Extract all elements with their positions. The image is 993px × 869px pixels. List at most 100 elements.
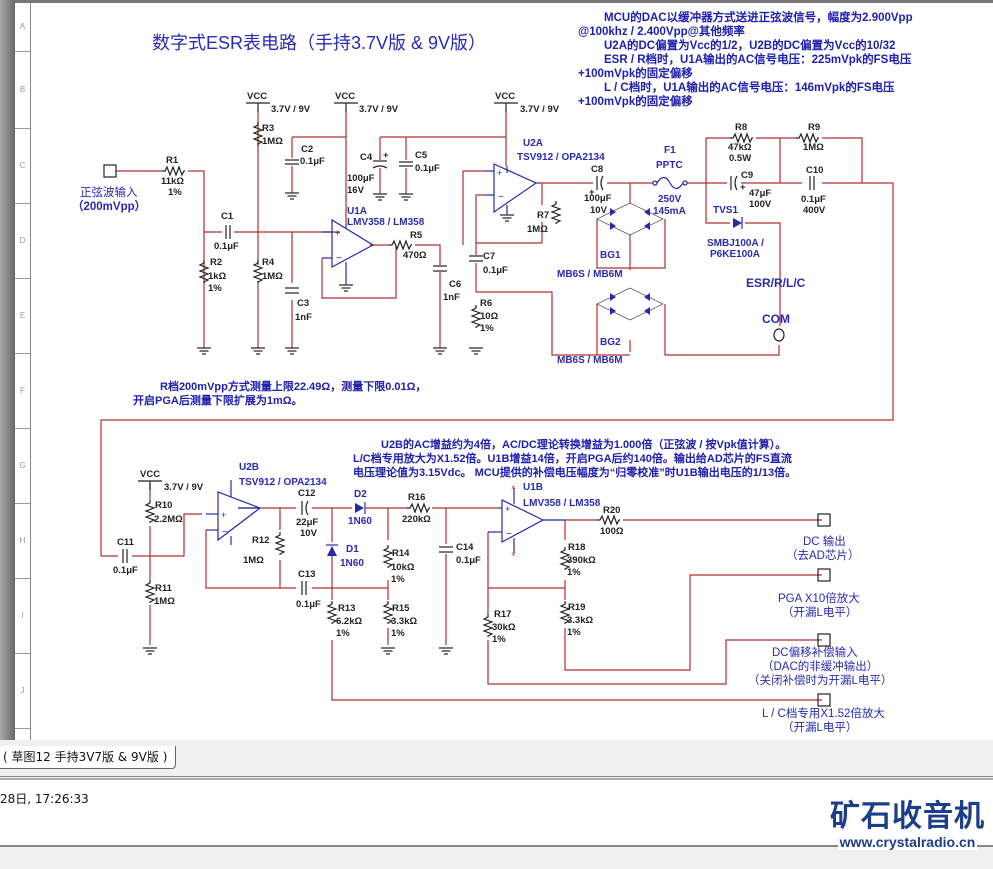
svg-text:2.2MΩ: 2.2MΩ — [154, 514, 183, 525]
vcc-label: VCC — [495, 91, 515, 102]
svg-text:LMV358 / LM358: LMV358 / LM358 — [347, 217, 425, 228]
capacitor-c1 — [225, 225, 231, 239]
svg-text:10V: 10V — [590, 205, 608, 216]
pga-terminal[interactable] — [817, 568, 831, 582]
resistor-r17 — [483, 613, 493, 638]
dc-output-terminal[interactable] — [817, 513, 831, 527]
row-ruler: A B C D E F G H I J — [15, 3, 31, 740]
note-line: R档200mVpp方式测量上限22.49Ω，测量下限0.01Ω， — [160, 379, 426, 393]
supply-label: 3.7V / 9V — [164, 482, 204, 493]
svg-text:47μF: 47μF — [749, 188, 771, 199]
middle-notes: R档200mVpp方式测量上限22.49Ω，测量下限0.01Ω， 开启PGA后测… — [133, 379, 426, 407]
note-line: ESR / R档时，U1A输出的AC信号电压：225mVpk的FS电压 — [604, 52, 912, 66]
esr-probe-terminal[interactable] — [773, 328, 785, 342]
svg-text:1N60: 1N60 — [348, 516, 372, 527]
svg-text:R5: R5 — [410, 230, 423, 241]
svg-text:400V: 400V — [803, 205, 826, 216]
sheet-tab[interactable]: ( 草图12 手持3V7版 & 9V版 ) — [0, 746, 177, 769]
ground-symbols — [142, 192, 515, 655]
svg-text:U1A: U1A — [347, 206, 367, 217]
ground-icon — [284, 347, 300, 355]
svg-text:30kΩ: 30kΩ — [492, 622, 516, 633]
svg-text:0.1μF: 0.1μF — [113, 565, 138, 576]
svg-text:−: − — [336, 253, 342, 264]
opamp-u2b: +− — [206, 480, 262, 545]
ground-icon — [142, 647, 158, 655]
wires — [100, 110, 894, 701]
svg-text:1%: 1% — [168, 187, 182, 198]
svg-text:R20: R20 — [603, 505, 620, 516]
svg-text:100Ω: 100Ω — [600, 526, 624, 537]
svg-text:100μF: 100μF — [347, 173, 375, 184]
svg-text:C2: C2 — [301, 144, 313, 155]
resistor-r9 — [795, 133, 820, 143]
capacitors: C1 0.1μF C2 0.1μF C3 1nF + C4 100μF 16V … — [113, 144, 826, 610]
capacitor-c5 — [399, 161, 413, 167]
svg-text:C6: C6 — [449, 279, 461, 290]
svg-text:×: × — [511, 483, 516, 492]
vcc-symbols: VCC 3.7V / 9V VCC 3.7V / 9V VCC 3.7V / 9… — [138, 91, 560, 493]
svg-text:1N60: 1N60 — [340, 558, 364, 569]
note-line: +100mVpk的固定偏移 — [578, 94, 693, 108]
tvs-diode — [733, 217, 743, 229]
svg-text:TSV912 / OPA2134: TSV912 / OPA2134 — [517, 152, 605, 163]
svg-text:10V: 10V — [300, 528, 318, 539]
bridge-bg2 — [596, 287, 664, 321]
svg-text:0.1μF: 0.1μF — [483, 265, 508, 276]
svg-text:F1: F1 — [664, 145, 676, 156]
svg-text:470Ω: 470Ω — [403, 250, 427, 261]
svg-text:+: + — [335, 228, 340, 238]
schematic-canvas[interactable] — [15, 3, 993, 740]
note-line: +100mVpk的固定偏移 — [578, 66, 693, 80]
left-scroll-gutter — [0, 0, 15, 740]
svg-text:MB6S / MB6M: MB6S / MB6M — [557, 269, 623, 280]
opamp-u1b: +− ×× — [488, 483, 565, 559]
dc-offset-note: （关闭补偿时为开漏L电平） — [748, 673, 892, 687]
diode-d1 — [326, 544, 338, 556]
dc-offset-terminal[interactable] — [817, 633, 831, 647]
svg-text:D2: D2 — [354, 489, 367, 500]
svg-text:C11: C11 — [117, 537, 135, 548]
watermark-title: 矿石收音机 — [830, 799, 985, 834]
schematic-drawing[interactable]: 数字式ESR表电路（手持3.7V版 & 9V版） MCU的DAC以缓冲器方式送进… — [0, 0, 993, 740]
svg-text:1%: 1% — [480, 323, 494, 334]
svg-text:250V: 250V — [658, 194, 682, 205]
svg-text:U2B: U2B — [239, 462, 259, 473]
schematic-title: 数字式ESR表电路（手持3.7V版 & 9V版） — [152, 33, 486, 53]
svg-text:C9: C9 — [741, 170, 753, 181]
svg-text:1MΩ: 1MΩ — [154, 596, 175, 607]
dc-output-sublabel: （去AD芯片） — [786, 548, 859, 562]
note-line: U2B的AC增益约为4倍，AC/DC理论转换增益为1.000倍（正弦波 / 按V… — [381, 437, 786, 451]
svg-text:0.1μF: 0.1μF — [456, 555, 481, 566]
svg-text:100V: 100V — [749, 199, 772, 210]
ruler-row: D — [15, 204, 30, 279]
svg-text:−: − — [506, 529, 512, 540]
lc-amp-terminal[interactable] — [817, 693, 831, 707]
svg-text:P6KE100A: P6KE100A — [710, 249, 760, 260]
resistor-r16 — [406, 503, 431, 513]
svg-text:C14: C14 — [456, 542, 474, 553]
svg-text:+: + — [383, 150, 389, 161]
svg-text:1%: 1% — [391, 628, 405, 639]
input-terminal[interactable] — [103, 164, 117, 178]
dc-offset-sublabel: （DAC的非缓冲输出） — [762, 659, 878, 673]
svg-text:1MΩ: 1MΩ — [803, 142, 824, 153]
vcc-label: VCC — [247, 91, 267, 102]
svg-text:1%: 1% — [492, 634, 506, 645]
svg-text:1%: 1% — [391, 574, 405, 585]
svg-text:1%: 1% — [567, 627, 581, 638]
ruler-row: E — [15, 279, 30, 354]
svg-text:−: − — [222, 527, 228, 538]
opamp-u2a: +− — [483, 163, 540, 215]
svg-text:MB6S / MB6M: MB6S / MB6M — [557, 355, 623, 366]
watermark-logo: 矿石收音机 www.crystalradio.cn — [822, 800, 993, 852]
svg-text:LMV358 / LM358: LMV358 / LM358 — [523, 498, 601, 509]
note-line: @100khz / 2.400Vpp@其他频率 — [578, 24, 745, 38]
lc-amp-sublabel: （开漏L电平） — [782, 721, 857, 734]
svg-text:0.1μF: 0.1μF — [415, 163, 440, 174]
svg-text:R13: R13 — [338, 603, 355, 614]
svg-text:SMBJ100A /: SMBJ100A / — [707, 238, 764, 249]
bridge-bg1 — [596, 202, 664, 236]
capacitor-c7 — [469, 255, 483, 262]
lower-notes: U2B的AC增益约为4倍，AC/DC理论转换增益为1.000倍（正弦波 / 按V… — [353, 437, 796, 479]
